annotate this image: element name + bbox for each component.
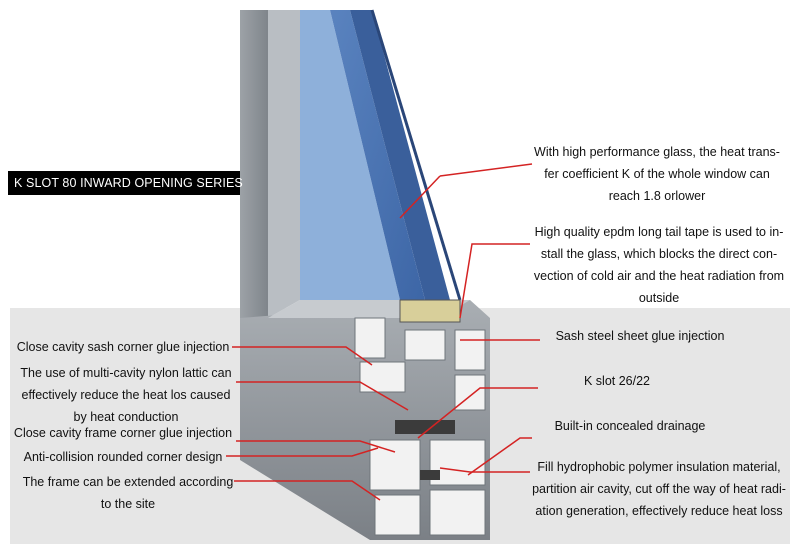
callout-steel: Sash steel sheet glue injection xyxy=(555,329,725,343)
callout-anti-collision: Anti-collision rounded corner design xyxy=(23,450,223,464)
callout-polymer: Fill hydrophobic polymer insulation mate… xyxy=(532,460,786,518)
callout-frame-corner: Close cavity frame corner glue injection xyxy=(13,426,233,440)
callout-nylon: The use of multi-cavity nylon lattic can… xyxy=(20,366,232,424)
glazing-gasket xyxy=(399,299,461,323)
glass-pane-outer xyxy=(350,10,450,300)
callout-drainage: Built-in concealed drainage xyxy=(554,419,706,433)
glass-pane-mid xyxy=(330,10,425,300)
nylon-breaks xyxy=(395,420,455,480)
leader-lines-right xyxy=(399,163,540,476)
glass-pane-inner xyxy=(300,10,400,300)
callout-epdm: High quality epdm long tail tape is used… xyxy=(533,225,785,305)
leader-lines-left xyxy=(226,346,409,501)
series-title: K SLOT 80 INWARD OPENING SERIES xyxy=(8,171,243,195)
frame-jamb xyxy=(240,10,268,318)
callout-glass: With high performance glass, the heat tr… xyxy=(534,145,780,203)
callout-extend: The frame can be extended according to t… xyxy=(22,475,234,511)
callout-sash-corner: Close cavity sash corner glue injection xyxy=(16,340,230,354)
callout-kslot: K slot 26/22 xyxy=(583,374,650,388)
frame-jamb-face xyxy=(268,10,300,318)
